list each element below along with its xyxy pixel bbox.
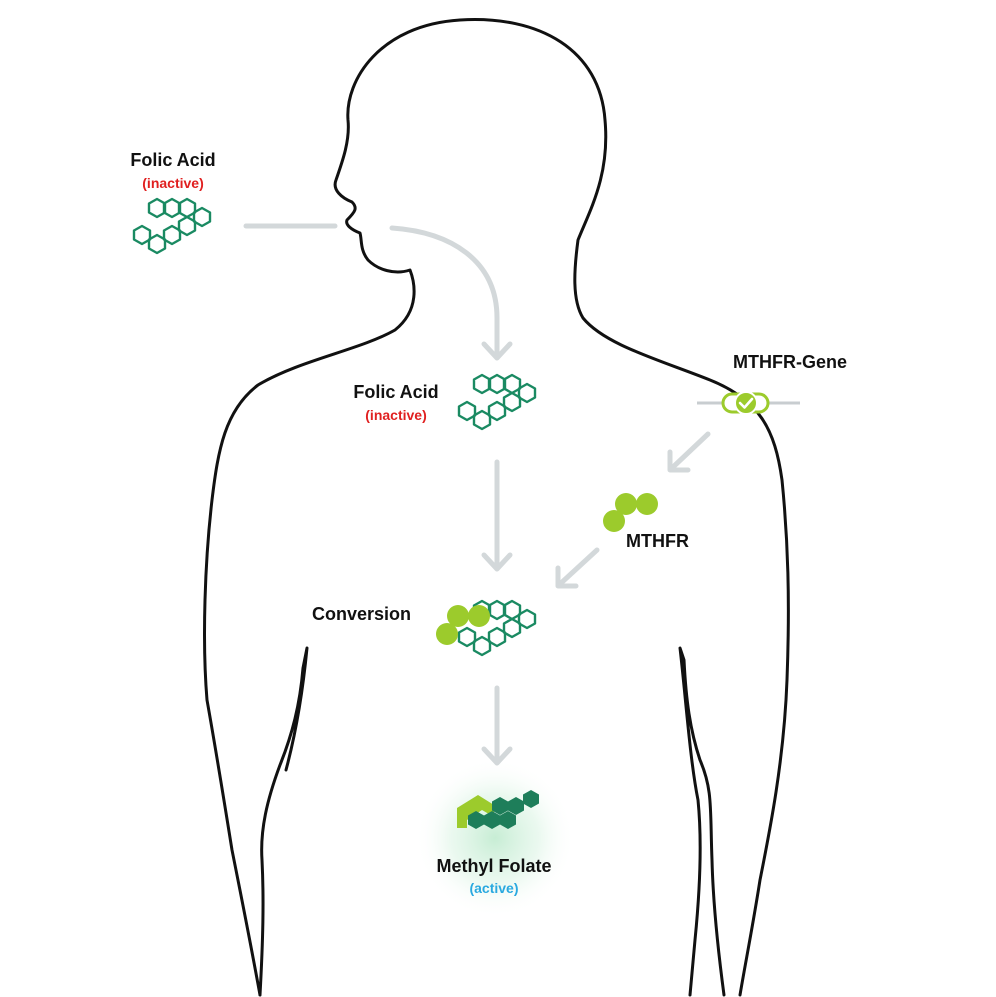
label-methyl-folate: Methyl Folate: [436, 856, 552, 876]
methyl-folate-icon: [457, 790, 539, 829]
label-inactive-inside: (inactive): [365, 407, 427, 423]
label-folic-acid-inside: Folic Acid: [353, 382, 439, 402]
arrow-to-methyl-folate-head: [481, 746, 513, 766]
label-inactive-outside: (inactive): [142, 175, 204, 191]
label-mthfr: MTHFR: [626, 531, 689, 551]
arrow-gene-to-mthfr-head: [667, 449, 691, 473]
molecule-chain-icon: [457, 599, 537, 657]
arrow-gene-to-mthfr: [669, 431, 711, 471]
molecule-chain-icon: [457, 373, 537, 431]
gene-check-icon: [697, 391, 800, 415]
label-active: (active): [469, 880, 519, 896]
arrow-mthfr-to-conversion: [557, 547, 600, 587]
arrow-swallow: [389, 225, 500, 360]
enzyme-dots-icon: [603, 493, 658, 532]
label-folic-acid-outside: Folic Acid: [130, 150, 216, 170]
arrow-mthfr-to-conversion-head: [555, 565, 579, 589]
label-conversion: Conversion: [312, 604, 412, 624]
molecule-chain-icon: [132, 197, 212, 255]
label-mthfr-gene: MTHFR-Gene: [733, 352, 847, 372]
flow-arrows: [243, 223, 711, 766]
enzyme-dots-icon: [436, 605, 490, 645]
body-outline: [203, 18, 790, 997]
arrow-swallow-head: [481, 341, 513, 361]
arrow-to-conversion-head: [481, 552, 513, 572]
